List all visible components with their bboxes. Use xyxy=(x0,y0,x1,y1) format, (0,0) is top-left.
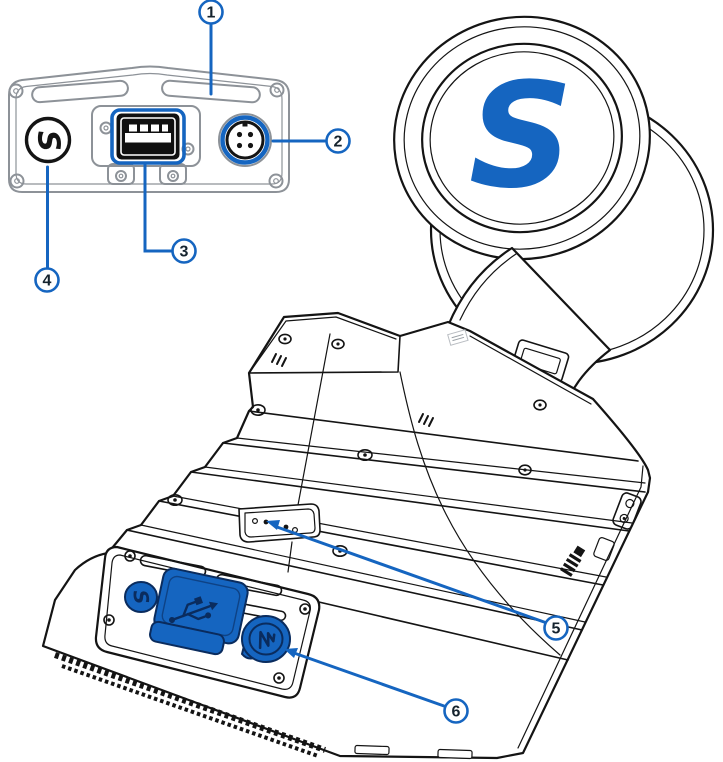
corner-screw xyxy=(8,83,24,99)
panel-screw xyxy=(299,603,311,615)
callout-2-number: 2 xyxy=(334,134,343,151)
corner-screw xyxy=(269,82,285,98)
panel-screw xyxy=(103,614,115,626)
side-brand-marks xyxy=(560,545,586,577)
led-dots xyxy=(252,517,299,533)
callout-3-badge xyxy=(171,238,197,264)
power-connector-front xyxy=(218,113,272,167)
antenna-logo s-logo: S xyxy=(469,52,573,221)
callout-6-number: 6 xyxy=(452,704,461,721)
callouts: 1 2 3 4 5 6 xyxy=(34,0,569,724)
s-swirl-icon: S xyxy=(30,129,67,154)
corner-screw xyxy=(268,173,284,189)
heatsink-fins xyxy=(54,652,326,758)
callout-3-number: 3 xyxy=(180,244,189,261)
side-bracket xyxy=(593,537,615,561)
callout-2-badge xyxy=(325,128,351,154)
screw xyxy=(331,338,345,350)
callout-5-number: 5 xyxy=(552,621,561,638)
usb-port-front xyxy=(91,105,201,185)
callout-3-line xyxy=(143,162,173,253)
vent-glyph xyxy=(271,353,434,427)
screw xyxy=(278,333,292,345)
front-port-panel: S xyxy=(94,545,321,699)
plate-screw xyxy=(99,121,113,135)
rear-panel-edge xyxy=(248,335,401,374)
arrowhead-icon xyxy=(284,648,298,658)
callout-1-number: 1 xyxy=(207,5,216,22)
usb-highlight-ring xyxy=(110,108,186,165)
front-panel-view: S xyxy=(8,65,290,193)
s-swirl-icon: S xyxy=(128,588,154,606)
top-screws xyxy=(167,333,547,557)
power-button-front: S xyxy=(24,116,72,164)
callout-4-number: 4 xyxy=(43,273,52,290)
corner-screw xyxy=(9,173,25,189)
mount-feet xyxy=(354,744,473,760)
callout-1-badge xyxy=(198,0,224,25)
power-button-iso: S xyxy=(124,581,158,613)
power-inlet-cap xyxy=(241,615,291,663)
callout-4: 4 xyxy=(34,165,60,293)
panel-outline xyxy=(8,65,290,193)
callout-2: 2 xyxy=(271,128,351,154)
vent-slot-left xyxy=(31,79,129,104)
usb-flap xyxy=(149,567,249,656)
callout-1: 1 xyxy=(198,0,224,96)
callout-3: 3 xyxy=(143,162,197,264)
panel-screw xyxy=(124,550,136,562)
usb-icon xyxy=(169,596,219,623)
callout-6-line xyxy=(292,651,446,708)
terminal-body: S xyxy=(41,311,652,760)
status-led-recess xyxy=(238,503,321,543)
screw xyxy=(518,464,532,476)
product-label xyxy=(447,329,469,346)
callout-6: 6 xyxy=(284,648,469,724)
pulse-icon xyxy=(258,630,276,650)
panel-screw xyxy=(273,672,285,684)
side-connector-cutout xyxy=(612,492,642,530)
screw xyxy=(357,448,373,461)
callout-4-badge xyxy=(34,267,60,293)
callout-5-badge xyxy=(543,615,569,641)
screw xyxy=(167,493,183,506)
connector-highlight-ring xyxy=(220,115,270,165)
callout-6-badge xyxy=(443,698,469,724)
terminal-silhouette xyxy=(41,311,652,760)
screw xyxy=(250,403,266,416)
antenna-face xyxy=(393,15,651,261)
usb-tongue xyxy=(125,133,171,143)
top-facet-seams xyxy=(107,333,646,749)
screw xyxy=(533,399,547,411)
callout-5-line xyxy=(275,525,546,624)
callout-5: 5 xyxy=(266,520,569,641)
